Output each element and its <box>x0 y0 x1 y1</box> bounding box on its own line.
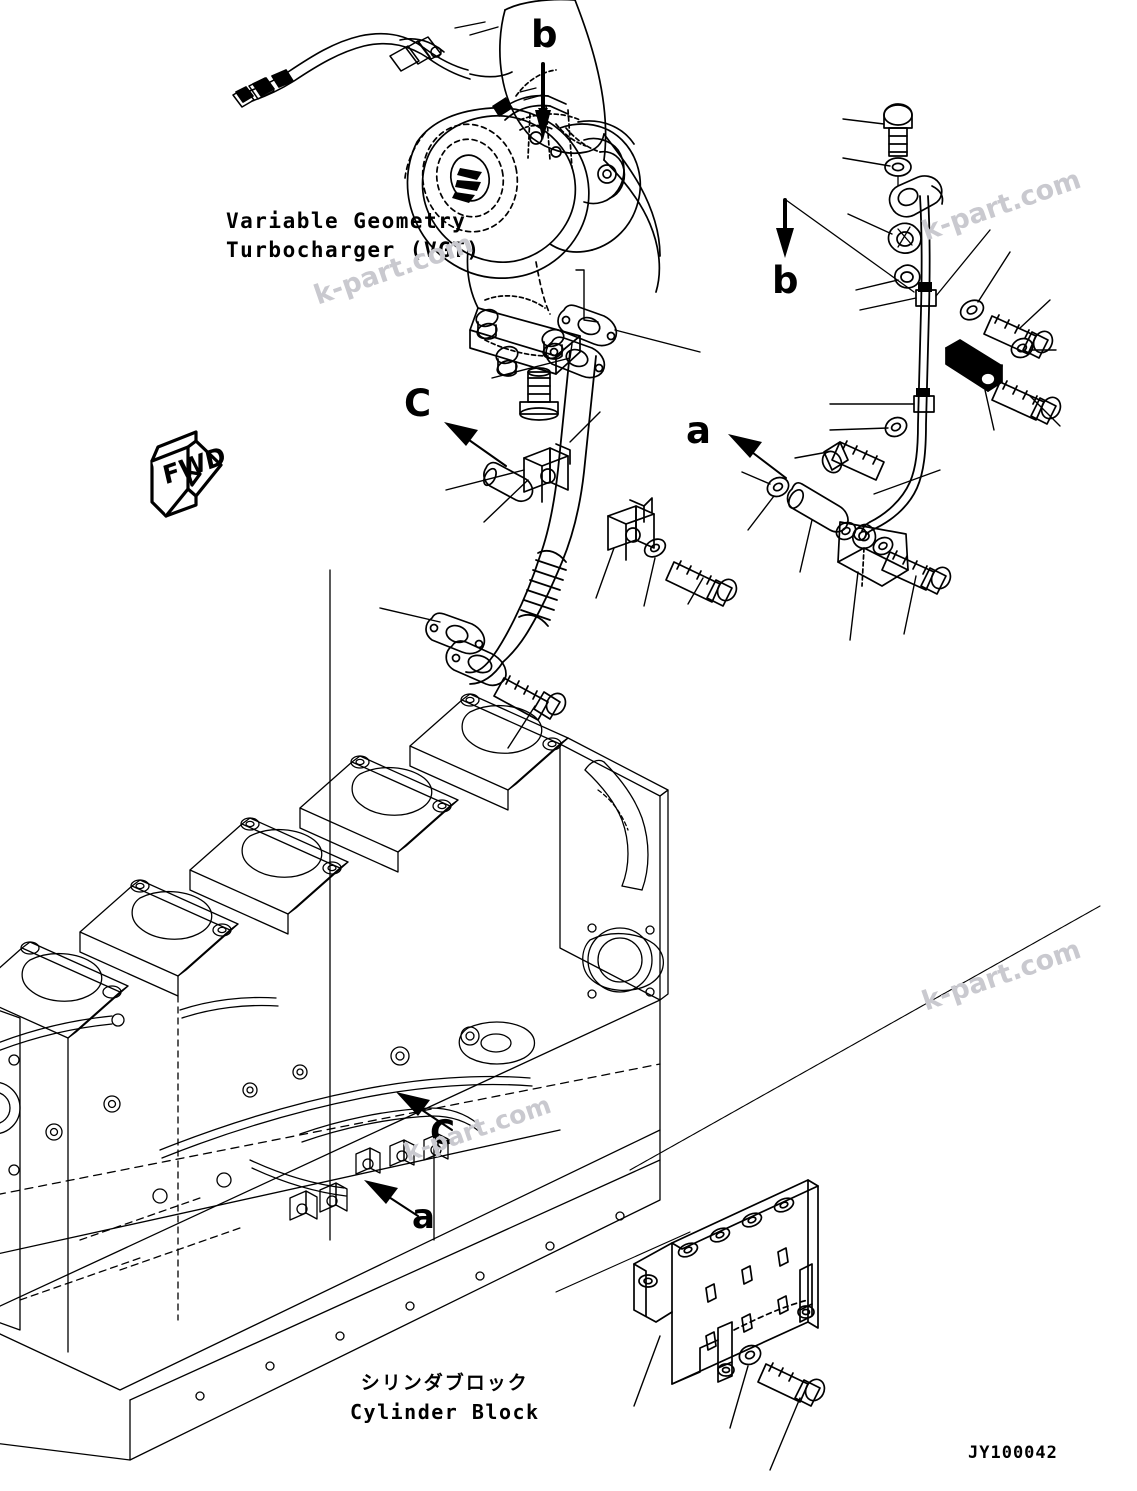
callout-c-upper: C <box>404 382 432 425</box>
oil-drain-tube <box>465 351 597 685</box>
leader-line <box>847 213 893 235</box>
leader-line <box>569 411 601 443</box>
callout-arrow-c-lower <box>396 1092 453 1131</box>
leader-line <box>741 471 771 485</box>
washer-mid <box>643 538 667 558</box>
bracket-bolt <box>757 1362 826 1407</box>
leader-line <box>855 279 899 291</box>
leader-line <box>903 575 917 635</box>
tube-clamp-right <box>607 497 655 561</box>
leader-line <box>977 251 1011 303</box>
leader-line <box>842 118 885 125</box>
washer-bracket-right <box>1010 337 1034 359</box>
turbo-drain-gasket-lower <box>545 336 606 379</box>
washer-a-left <box>766 476 790 498</box>
callout-b-top: b <box>531 13 558 56</box>
leader-line <box>859 297 917 311</box>
tube-clamp-lower-right-outline <box>913 395 935 413</box>
leader-line <box>1019 299 1051 329</box>
leader-line <box>849 571 859 641</box>
bracket-washer <box>738 1344 762 1366</box>
leader-line <box>729 1365 749 1429</box>
banjo-fitting-top <box>888 175 944 218</box>
leader-line <box>555 1231 691 1293</box>
turbo-foot-bolt <box>541 328 565 360</box>
union-nut-upper <box>887 222 922 254</box>
turbo-foot-bolt <box>475 308 499 340</box>
leader-line <box>614 329 701 353</box>
leader-line <box>1029 395 1061 427</box>
leader-line <box>379 607 441 623</box>
cable-connector-left <box>235 69 294 103</box>
tube-mount-bracket-hole <box>980 372 996 386</box>
cable-connector-left-outline <box>232 77 275 108</box>
washer-a-bracket <box>835 521 857 541</box>
leader-line <box>747 495 775 531</box>
callout-arrow-c-upper <box>444 422 507 467</box>
cylinder-block <box>0 693 669 1461</box>
engine-mount-bracket <box>633 1179 819 1385</box>
banjo-bolt-top <box>883 103 913 157</box>
flange-bolt-upper <box>519 367 559 421</box>
turbo-drain-gasket-upper <box>557 304 618 347</box>
leader-line <box>935 229 991 297</box>
leader-line <box>769 1397 801 1471</box>
tube-clamp-upper-right-outline <box>915 289 937 307</box>
bolt-bracket-right <box>991 380 1062 425</box>
washer-a-bracket2 <box>872 536 894 556</box>
oil-drain-lower-flange <box>445 640 507 687</box>
leader-line <box>785 199 915 293</box>
oil-drain-lower-gasket <box>425 612 486 655</box>
leader-line <box>629 905 1101 1171</box>
leader-line <box>483 479 529 523</box>
callout-arrow-b-right <box>776 198 794 258</box>
leader-line <box>794 451 829 459</box>
leader-line <box>984 389 995 431</box>
callout-a-upper: a <box>686 409 711 452</box>
leader-line <box>643 557 656 607</box>
callout-arrow-a-lower <box>364 1180 419 1217</box>
bolt-a-bracket <box>881 550 952 595</box>
leader-line <box>595 547 615 599</box>
bolt-mid <box>665 560 738 607</box>
leader-line <box>687 577 704 605</box>
fwd-arrow-icon <box>150 430 223 518</box>
drawing-number: JY100042 <box>968 1443 1058 1463</box>
callout-a-lower: a <box>412 1197 435 1237</box>
tube-clamp-lower-right <box>916 388 930 397</box>
vgt-turbocharger <box>404 0 661 377</box>
leader-line <box>633 1335 661 1407</box>
leader-line <box>575 269 599 323</box>
callout-arrow-b-top <box>535 62 551 140</box>
spacer-sleeve-upper <box>483 461 534 503</box>
leader-line <box>842 157 891 167</box>
leader-line <box>829 427 889 431</box>
tube-clamp-left <box>523 443 571 503</box>
callout-arrow-a-upper <box>728 434 787 479</box>
washer-right-upper <box>959 299 985 321</box>
callout-b-right: b <box>772 259 799 302</box>
callout-c-lower: C <box>430 1113 455 1153</box>
tube-end-fitting <box>852 523 877 550</box>
leader-line <box>799 519 813 573</box>
leader-line <box>873 469 941 495</box>
spacer-sleeve-a <box>786 481 849 533</box>
cable-connector-right <box>389 36 442 72</box>
washer-a-upper <box>884 416 908 438</box>
